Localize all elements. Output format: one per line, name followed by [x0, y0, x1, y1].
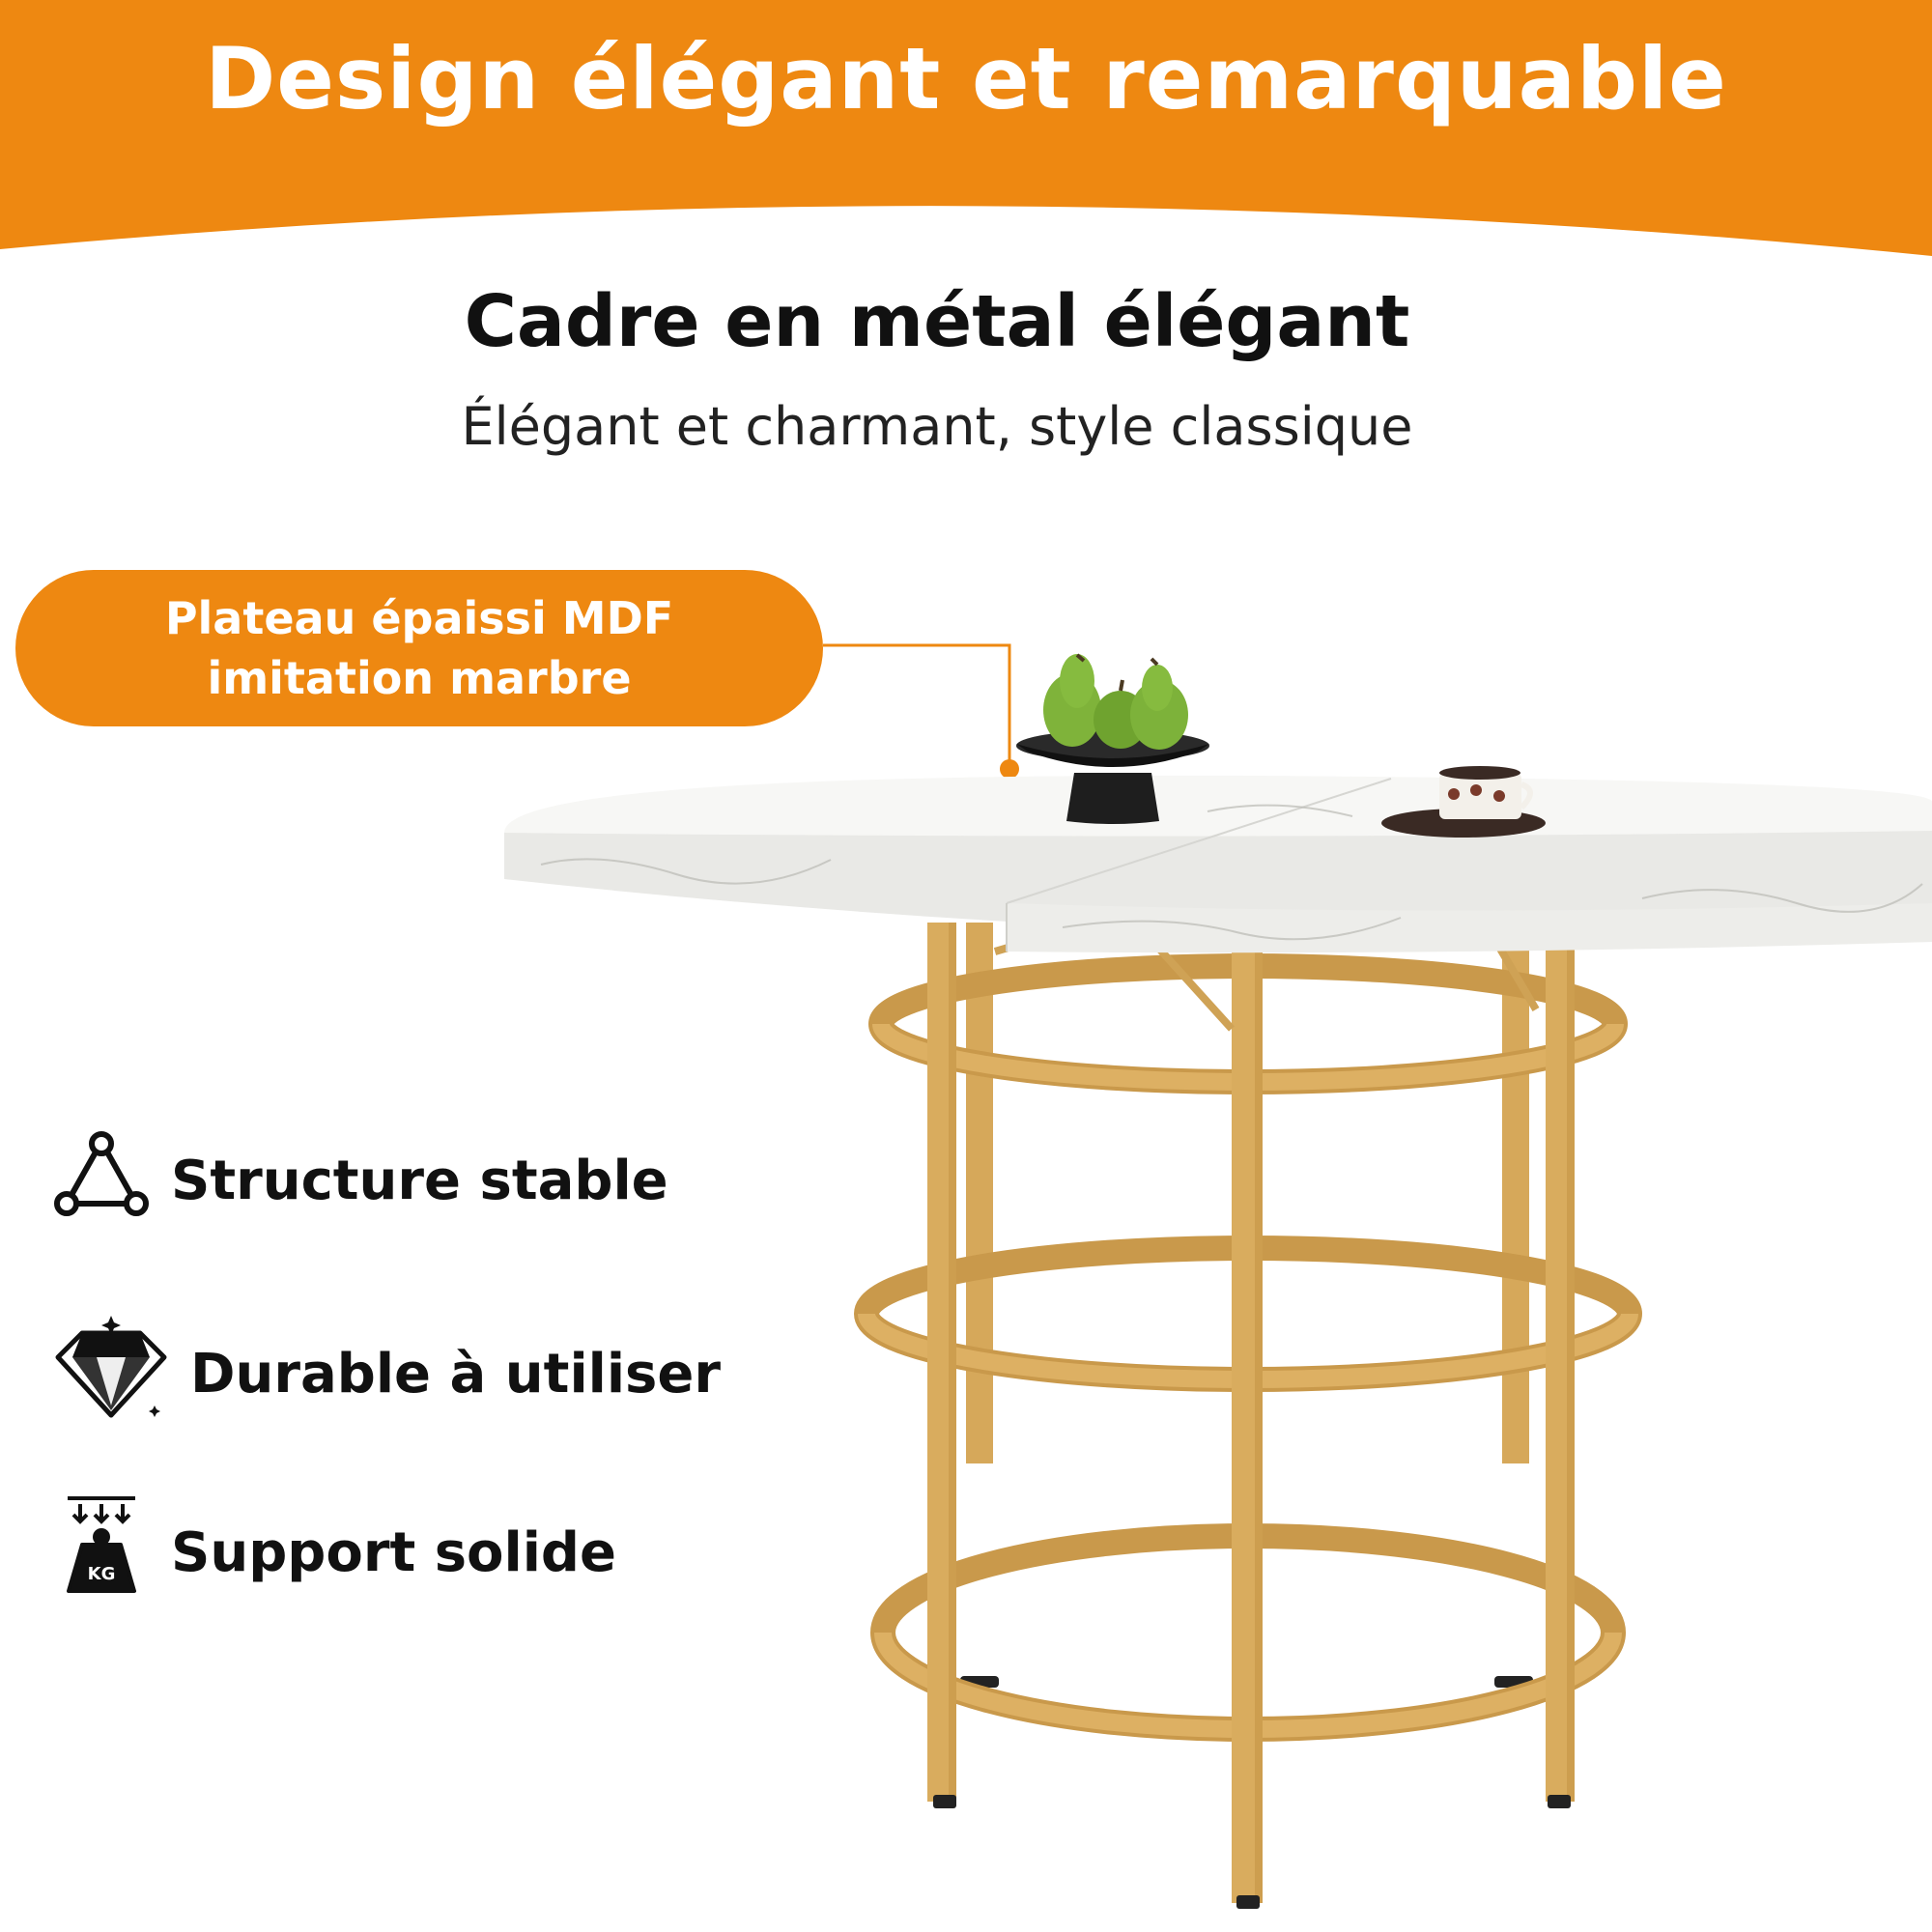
banner-title: Design élégant et remarquable: [205, 29, 1727, 128]
feature-structure-stable: Structure stable: [53, 1130, 668, 1231]
page-subheading: Élégant et charmant, style classique: [461, 396, 1413, 457]
fruit-bowl: [1016, 653, 1209, 824]
header-banner: [0, 0, 1932, 256]
feature-label: Durable à utiliser: [190, 1342, 721, 1406]
callout-line-2: imitation marbre: [207, 652, 632, 704]
feature-durable: Durable à utiliser: [53, 1314, 721, 1434]
feature-label: Structure stable: [171, 1149, 668, 1212]
diamond-icon: [53, 1314, 169, 1434]
callout-connector: [823, 643, 1019, 779]
weight-kg-label: KG: [87, 1564, 116, 1584]
page-heading: Cadre en métal élégant: [464, 280, 1410, 363]
weight-kg-icon: KG: [53, 1492, 150, 1612]
feature-support-solide: KG Support solide: [53, 1492, 616, 1612]
marble-tabletop: [504, 775, 1932, 953]
callout-line-1: Plateau épaissi MDF: [164, 592, 674, 644]
triangle-nodes-icon: [53, 1130, 150, 1231]
coffee-cup: [1381, 766, 1546, 838]
feature-label: Support solide: [171, 1520, 616, 1584]
callout-tabletop: Plateau épaissi MDF imitation marbre: [15, 570, 823, 726]
